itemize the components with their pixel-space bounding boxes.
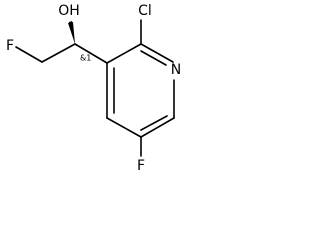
bond-c5-c4	[106, 117, 142, 138]
chloro-label: Cl	[138, 3, 152, 19]
bond-c6-c5-double	[140, 115, 168, 131]
chemical-structure-diagram: OH &1 F Cl N F	[6, 3, 181, 174]
bond-c2-n1	[140, 43, 174, 63]
fluoro-ring-label: F	[137, 158, 145, 174]
bond-c2-n1-double	[140, 50, 167, 66]
bond-ch2-choh	[41, 43, 76, 63]
bond-choh-ring	[74, 43, 108, 64]
stereo-wedge-bond-fill	[68, 22, 75, 44]
fluoro-chain-label: F	[6, 38, 14, 54]
bond-f-ch2	[15, 46, 43, 63]
ring-nitrogen-label: N	[171, 62, 181, 78]
bond-c3-c2	[106, 43, 142, 64]
stereo-label: &1	[80, 54, 91, 63]
hydroxyl-label: OH	[58, 3, 80, 19]
bond-c6-c5	[140, 117, 175, 138]
